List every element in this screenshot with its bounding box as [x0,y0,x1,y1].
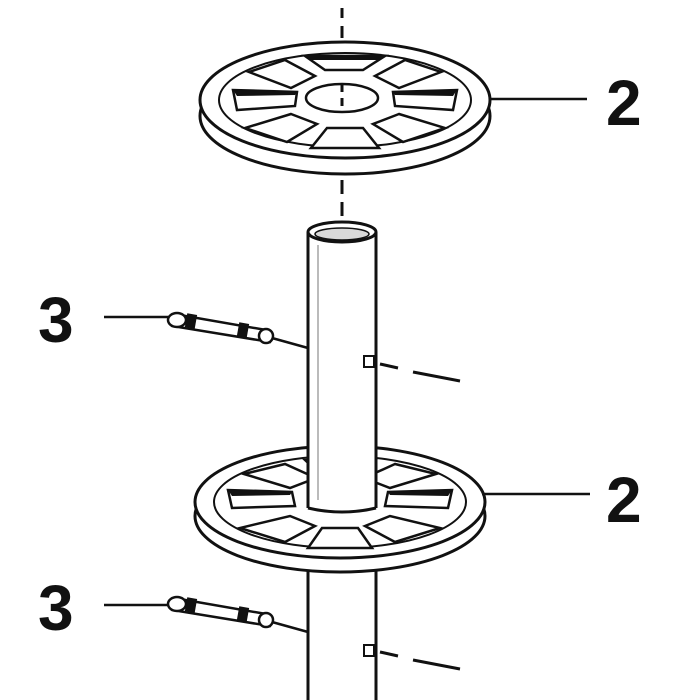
callout-lower-pin: 3 [38,572,74,644]
upper-pin-hole [363,355,461,383]
lower-pin-hole [363,644,461,671]
callout-lower-washer: 2 [606,464,642,536]
callout-upper-washer: 2 [606,67,642,139]
upper-washer [198,40,492,176]
leader-lines [104,97,590,607]
lower-pin [166,595,309,634]
shaft-upper-section [306,220,378,514]
shaft-lower-section [306,560,378,700]
callout-upper-pin: 3 [38,284,74,356]
upper-pin [166,311,309,350]
